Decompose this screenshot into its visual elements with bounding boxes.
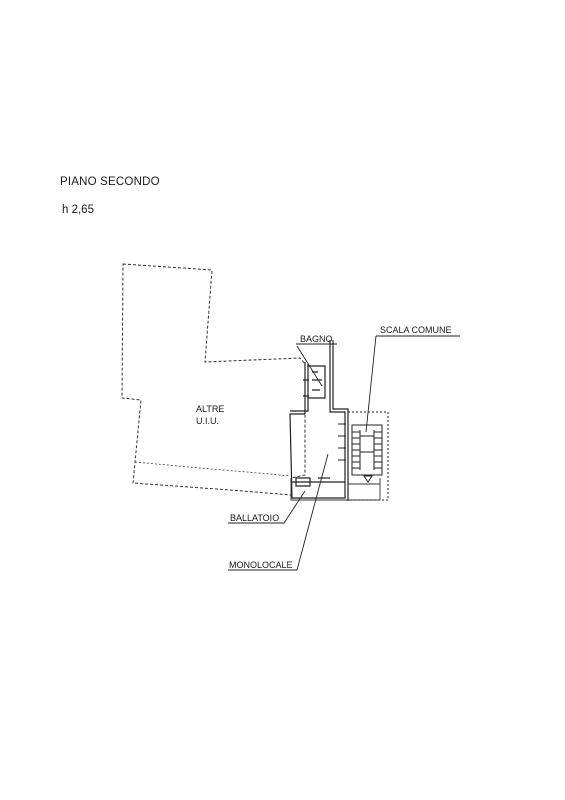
- bagno-leader: [296, 343, 337, 387]
- monolocale-label: MONOLOCALE: [229, 560, 293, 570]
- bagno-label: BAGNO: [300, 334, 333, 344]
- floor-height: h 2,65: [62, 204, 94, 216]
- ballatoio-label: BALLATOIO: [230, 513, 279, 523]
- other-units-inner-line: [134, 461, 291, 477]
- scala-comune-leader: [365, 335, 460, 433]
- leader-lines: [228, 335, 460, 571]
- uiu-label: U.I.U.: [196, 416, 219, 426]
- scala-comune-label: SCALA COMUNE: [380, 325, 452, 335]
- ballatoio-area: [290, 478, 381, 501]
- ballatoio-leader: [228, 490, 306, 524]
- other-units-outline: [121, 263, 306, 496]
- monolocale-leader: [228, 453, 329, 571]
- floor-title: PIANO SECONDO: [60, 176, 160, 188]
- monolocale-walls: [289, 340, 349, 501]
- altre-label: ALTRE: [196, 404, 224, 414]
